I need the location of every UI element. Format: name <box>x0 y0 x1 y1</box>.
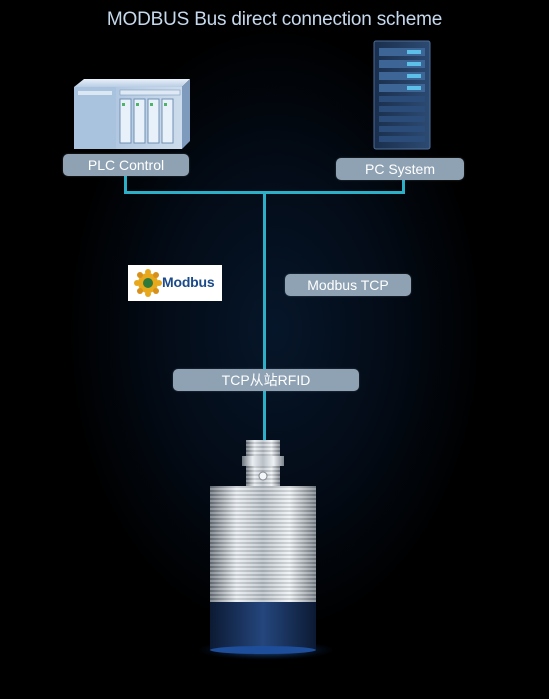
modbus-logo-text: Modbus <box>162 274 215 290</box>
plc-rack-icon <box>74 79 190 149</box>
wire-pc-drop <box>402 180 405 193</box>
wire-plc-drop <box>124 176 127 193</box>
wire-vertical-main <box>263 193 266 440</box>
protocol-label: Modbus TCP <box>285 274 411 296</box>
plc-label: PLC Control <box>63 154 189 176</box>
server-rack-icon <box>373 40 431 150</box>
modbus-gear-icon <box>134 269 162 297</box>
slave-label: TCP从站RFID <box>173 369 359 391</box>
diagram-title: MODBUS Bus direct connection scheme <box>106 9 443 30</box>
wire-horizontal-bus <box>124 191 405 194</box>
rfid-sensor-icon <box>198 440 334 660</box>
pc-label: PC System <box>336 158 464 180</box>
modbus-logo: Modbus <box>128 265 222 301</box>
